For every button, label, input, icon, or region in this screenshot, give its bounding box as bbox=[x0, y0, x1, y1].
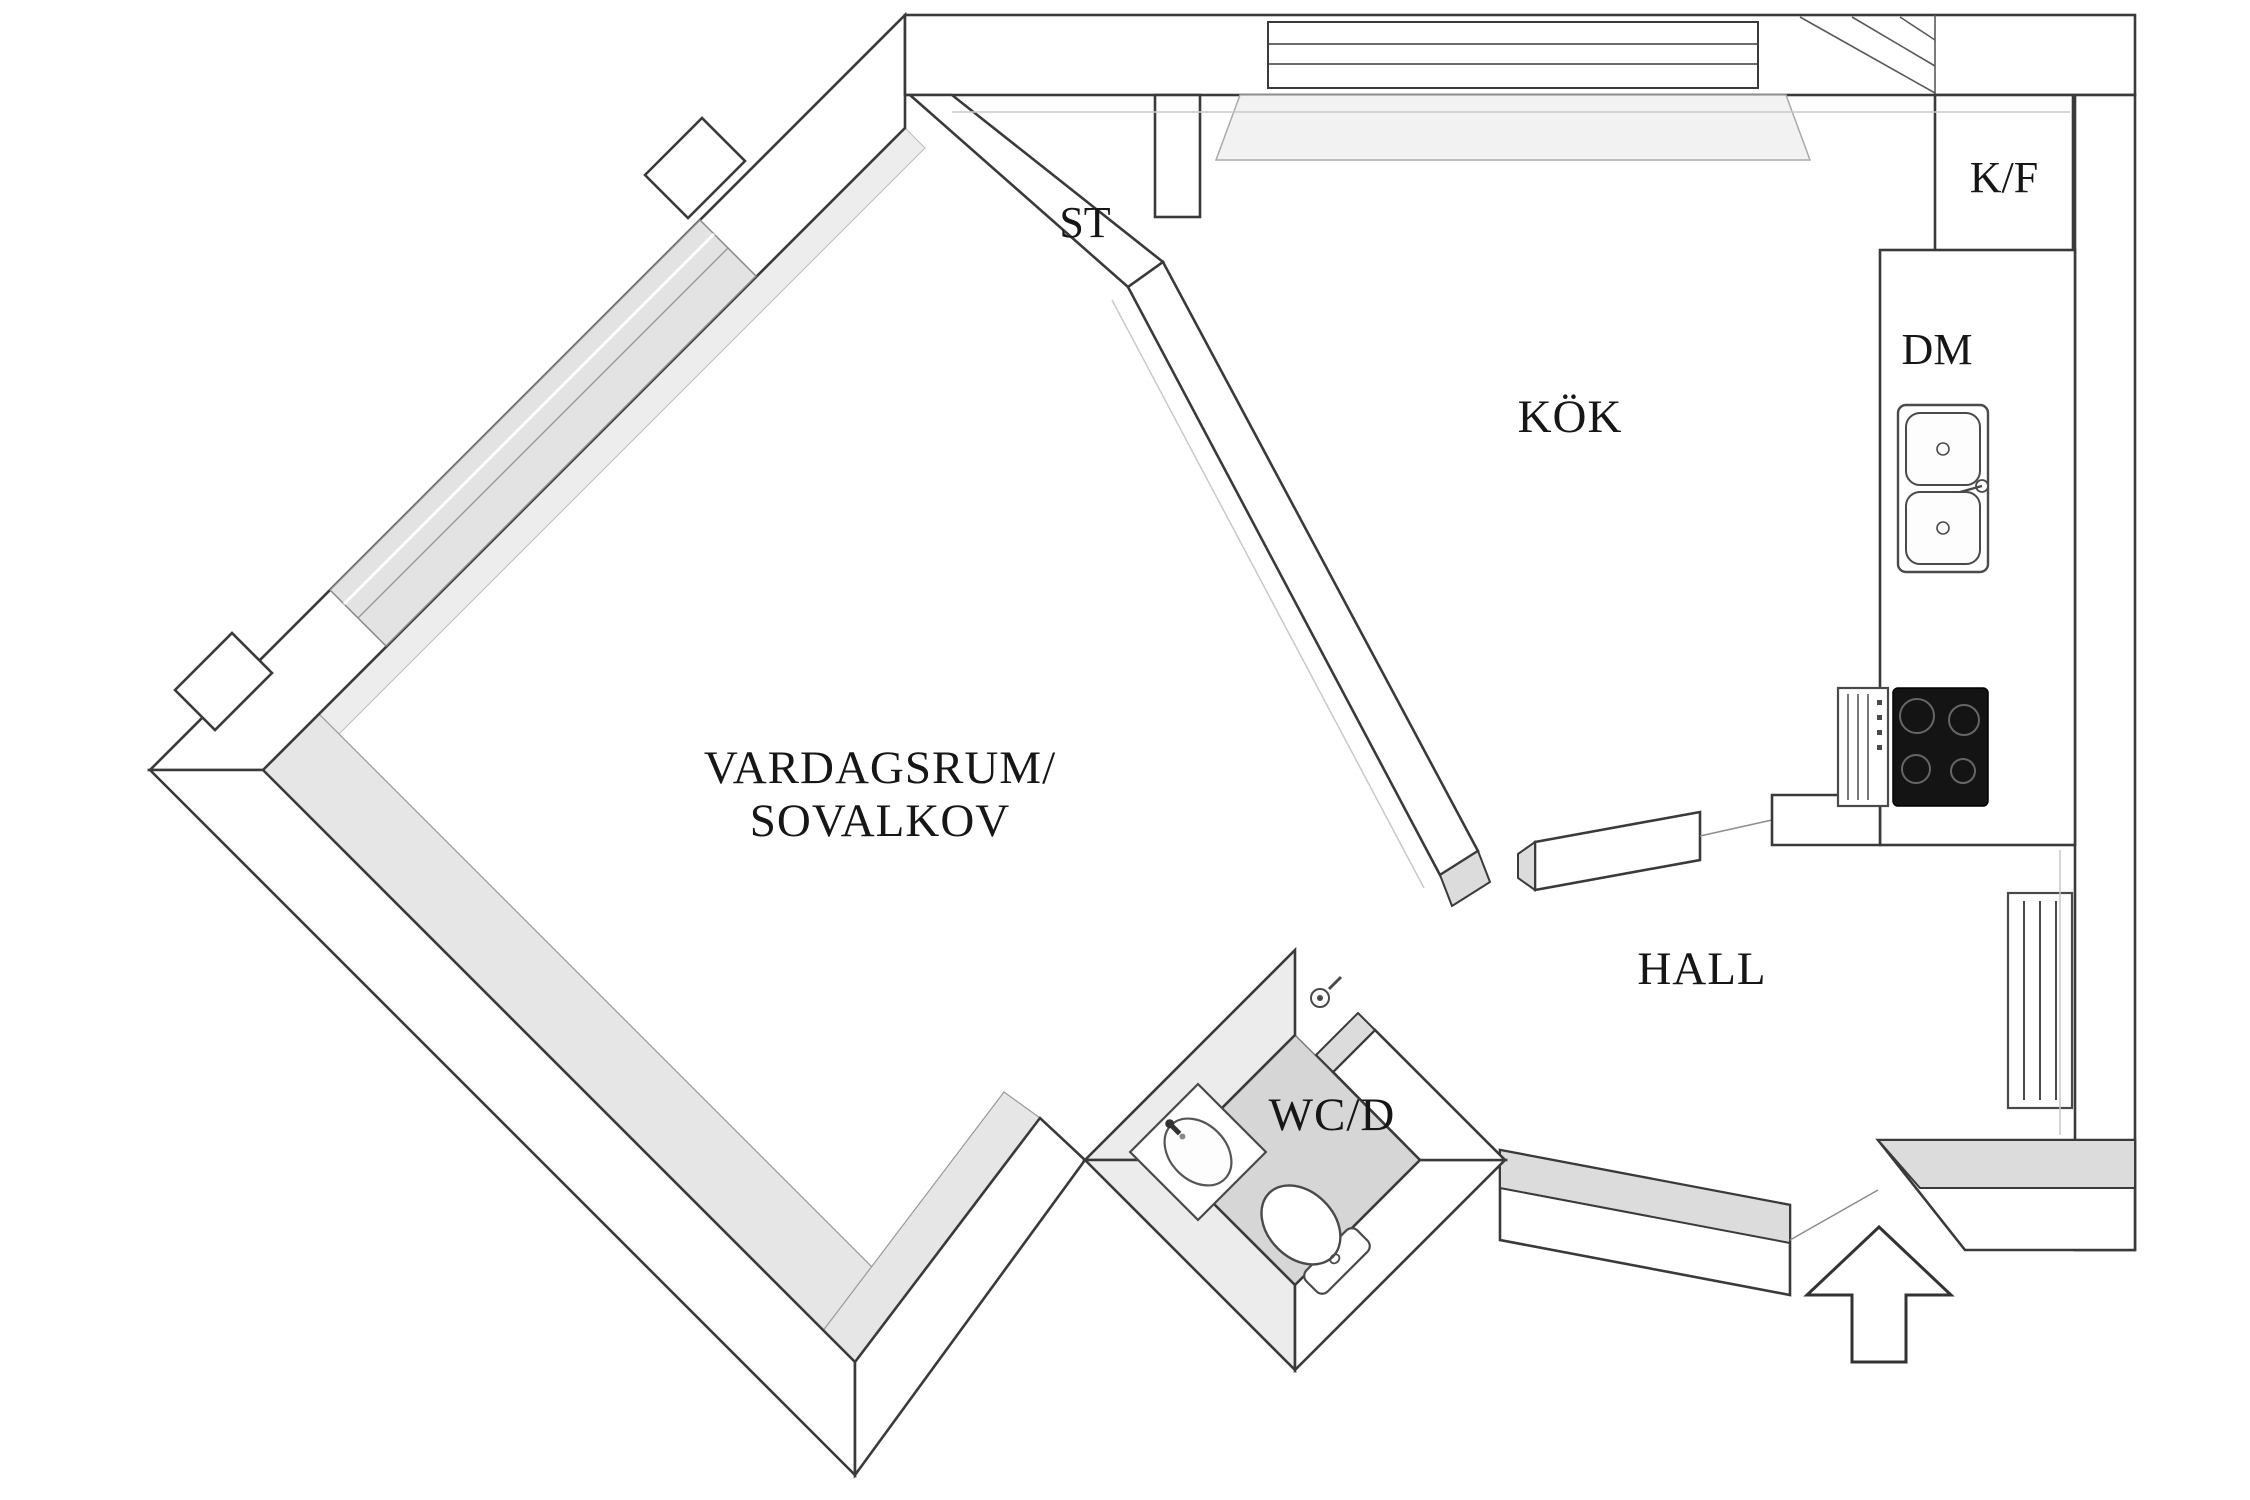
kitchen-threshold bbox=[1699, 819, 1773, 837]
living-window-glass-line bbox=[357, 247, 729, 619]
label-fridge-freezer: K/F bbox=[1970, 153, 2038, 202]
living-kitchen-wall-endcap bbox=[1438, 849, 1492, 908]
living-window-glass-line bbox=[342, 232, 716, 606]
radiator-icon bbox=[2006, 891, 2074, 1110]
nw-wall-inner-face bbox=[262, 127, 926, 791]
cooktop-icon bbox=[1892, 687, 1989, 807]
bottom-right-wall-top-face bbox=[1875, 1139, 2136, 1189]
label-bathroom: WC/D bbox=[1269, 1089, 1396, 1141]
kitchen-hall-wall-endcap bbox=[1517, 840, 1536, 892]
label-living-line1: VARDAGSRUM/ bbox=[704, 742, 1056, 794]
label-living-line2: SOVALKOV bbox=[750, 795, 1010, 847]
bathroom-door-endcap bbox=[1314, 1011, 1377, 1074]
wash-basin-icon bbox=[1128, 1082, 1268, 1222]
entrance-threshold bbox=[1789, 1189, 1879, 1241]
fridge-freezer-box bbox=[1933, 93, 2075, 259]
kitchen-window-sill bbox=[1214, 94, 1812, 161]
hint-lines bbox=[952, 111, 2070, 1135]
living-window-jamb-lower bbox=[173, 631, 274, 732]
label-kitchen: KÖK bbox=[1518, 391, 1623, 443]
apex-wall bbox=[906, 93, 1166, 289]
label-storage: ST bbox=[1059, 198, 1110, 247]
entrance-arrow-icon bbox=[1803, 1224, 1955, 1364]
toilet-icon bbox=[1260, 1184, 1371, 1295]
room-labels: ST KÖK K/F DM VARDAGSRUM/ SOVALKOV HALL … bbox=[704, 153, 2038, 1141]
label-dishwasher: DM bbox=[1902, 325, 1973, 374]
kitchen-hall-wall bbox=[1533, 810, 1702, 892]
bathroom bbox=[1081, 946, 1509, 1374]
label-hall: HALL bbox=[1637, 943, 1766, 995]
living-window-icon bbox=[173, 116, 758, 732]
double-sink-icon bbox=[1896, 403, 1990, 574]
kitchen-window-frame bbox=[1267, 21, 1759, 89]
oven-icon bbox=[1836, 686, 1890, 808]
kitchen-fixtures bbox=[1770, 15, 2077, 1110]
corner-shaft-lines bbox=[1799, 15, 1936, 95]
living-kitchen-wall bbox=[1126, 260, 1480, 877]
sw-exterior-wall bbox=[146, 768, 857, 1479]
living-window-jamb-upper bbox=[643, 116, 747, 220]
shower-icon bbox=[1310, 975, 1343, 1008]
se-exterior-wall bbox=[853, 1116, 1087, 1479]
hall-south-wall-top-face bbox=[1499, 1148, 1791, 1245]
right-exterior-wall bbox=[2073, 93, 2137, 1252]
st-door-jamb bbox=[1153, 93, 1202, 219]
